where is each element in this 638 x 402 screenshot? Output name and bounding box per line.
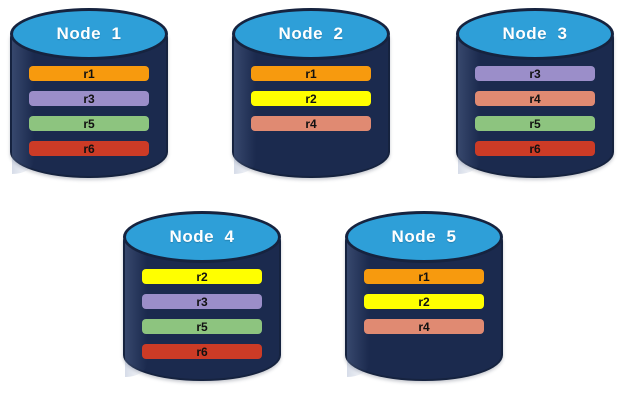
database-node-1[interactable]: Node 1 r1 r3 r5 r6 [10, 8, 168, 186]
node-title: Node 3 [502, 24, 568, 43]
database-node-3[interactable]: Node 3 r3 r4 r5 r6 [456, 8, 614, 186]
replica-bar-r3[interactable]: r3 [475, 66, 595, 81]
replica-bar-r1[interactable]: r1 [364, 269, 484, 284]
replica-bar-r2[interactable]: r2 [364, 294, 484, 309]
cylinder-top-ellipse [456, 8, 614, 60]
replica-bar-r6[interactable]: r6 [142, 344, 262, 359]
node-title: Node 2 [278, 24, 344, 43]
replica-bar-r4[interactable]: r4 [475, 91, 595, 106]
replica-list: r2 r3 r5 r6 [123, 269, 281, 369]
node-title: Node 5 [391, 227, 457, 246]
replica-bar-r2[interactable]: r2 [251, 91, 371, 106]
cylinder-top-ellipse [232, 8, 390, 60]
replica-bar-r4[interactable]: r4 [364, 319, 484, 334]
replica-bar-r1[interactable]: r1 [251, 66, 371, 81]
database-node-4[interactable]: Node 4 r2 r3 r5 r6 [123, 211, 281, 389]
replica-bar-r5[interactable]: r5 [142, 319, 262, 334]
replica-list: r3 r4 r5 r6 [456, 66, 614, 166]
replica-list: r1 r2 r4 [345, 269, 503, 344]
node-title: Node 1 [56, 24, 122, 43]
cylinder-top-ellipse [10, 8, 168, 60]
replica-list: r1 r2 r4 [232, 66, 390, 141]
replica-bar-r6[interactable]: r6 [29, 141, 149, 156]
database-node-2[interactable]: Node 2 r1 r2 r4 [232, 8, 390, 186]
node-title: Node 4 [169, 227, 235, 246]
replica-list: r1 r3 r5 r6 [10, 66, 168, 166]
replica-bar-r6[interactable]: r6 [475, 141, 595, 156]
replica-bar-r2[interactable]: r2 [142, 269, 262, 284]
replica-bar-r1[interactable]: r1 [29, 66, 149, 81]
replica-bar-r3[interactable]: r3 [29, 91, 149, 106]
database-node-5[interactable]: Node 5 r1 r2 r4 [345, 211, 503, 389]
replica-bar-r5[interactable]: r5 [475, 116, 595, 131]
cylinder-top-ellipse [123, 211, 281, 263]
replica-bar-r4[interactable]: r4 [251, 116, 371, 131]
replica-bar-r5[interactable]: r5 [29, 116, 149, 131]
cylinder-top-ellipse [345, 211, 503, 263]
replica-bar-r3[interactable]: r3 [142, 294, 262, 309]
